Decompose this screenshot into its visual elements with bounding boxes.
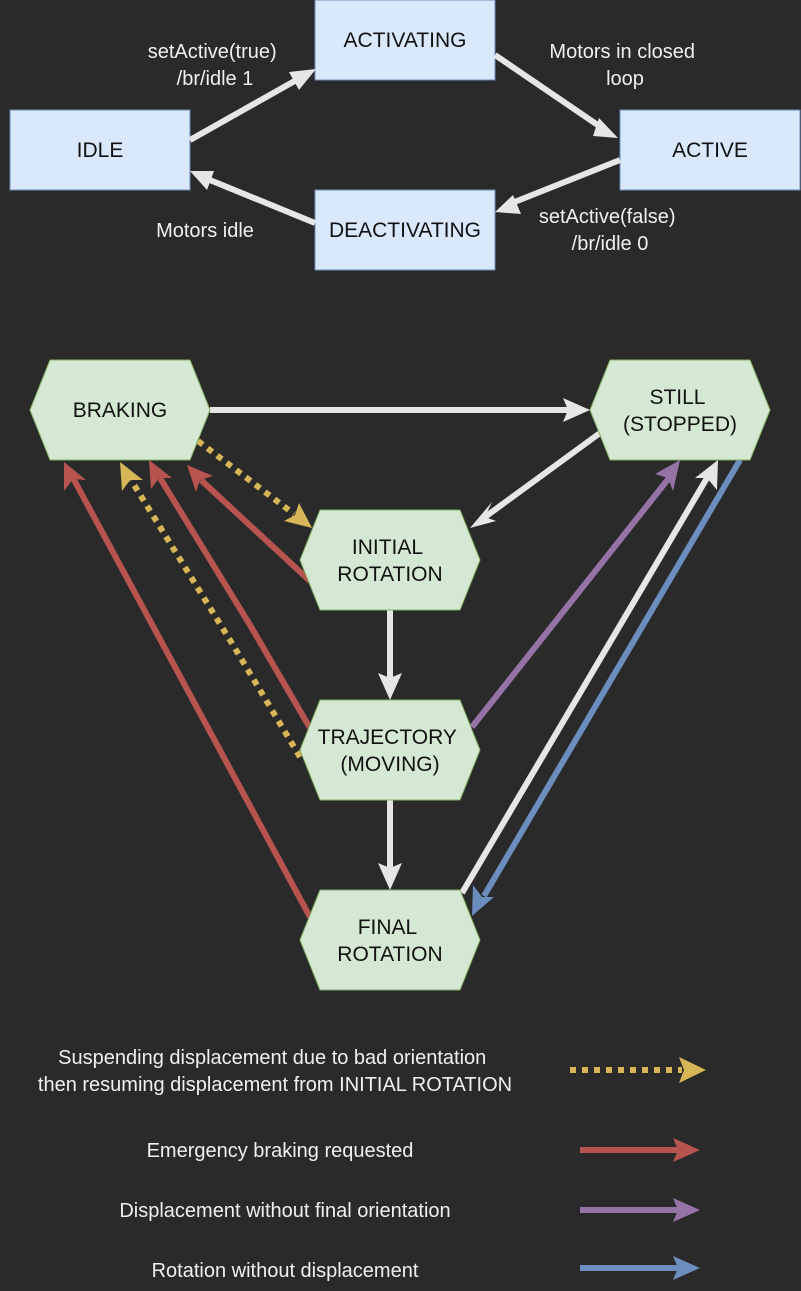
arrowhead — [695, 460, 718, 490]
arrowhead — [378, 673, 402, 700]
state-trajectory-label: TRAJECTORY (MOVING) — [318, 726, 463, 776]
state-deactivating-label: DEACTIVATING — [329, 219, 481, 242]
arrowhead — [120, 462, 143, 491]
label-line: loop — [606, 68, 644, 90]
legend-label: Displacement without final orientation — [119, 1200, 450, 1222]
motion-state-machine: BRAKING STILL (STOPPED) INITIAL ROTATION… — [29, 359, 771, 991]
arrowhead — [673, 1198, 700, 1222]
label-line: Motors in closed — [549, 41, 695, 63]
arrowhead — [495, 195, 521, 214]
arrowhead — [190, 171, 214, 190]
arrow-still-to-final-rotation — [481, 458, 743, 898]
arrowhead — [472, 885, 494, 916]
label-line: INITIAL — [352, 536, 423, 559]
arrow-braking-to-initial-dotted — [196, 438, 296, 517]
arrowhead — [593, 118, 618, 138]
arrowhead — [284, 503, 312, 528]
arrowhead — [187, 465, 213, 492]
label-line: Suspending displacement due to bad orien… — [58, 1047, 486, 1069]
arrowhead — [679, 1057, 706, 1083]
state-active-box — [619, 109, 801, 191]
arrow-deactivating-to-idle — [203, 175, 317, 226]
label-line: setActive(false) — [539, 206, 676, 228]
arrowhead — [289, 69, 316, 90]
state-active-label: ACTIVE — [672, 139, 748, 162]
state-final-rotation-label: FINAL ROTATION — [337, 916, 442, 966]
state-deactivating-box — [314, 189, 496, 271]
label-line: then resuming displacement from INITIAL … — [38, 1074, 512, 1096]
legend: Suspending displacement due to bad orien… — [38, 1047, 706, 1282]
motion-arrowheads — [64, 398, 718, 916]
legend-item-suspend: Suspending displacement due to bad orien… — [38, 1047, 706, 1096]
state-initial-rotation-hexagon — [299, 509, 481, 611]
arrowhead — [64, 462, 86, 491]
label-line: setActive(true) — [148, 41, 277, 63]
arrow-still-to-initial-rotation — [483, 430, 602, 520]
arrowhead — [655, 460, 680, 491]
state-still-hexagon — [589, 359, 771, 461]
state-final-rotation-hexagon — [299, 889, 481, 991]
legend-label: Suspending displacement due to bad orien… — [38, 1047, 512, 1096]
arrow-trajectory-to-braking-dotted — [128, 478, 303, 759]
legend-label: Emergency braking requested — [147, 1140, 414, 1162]
arrow-initial-to-braking — [198, 477, 313, 584]
arrow-idle-to-activating — [188, 75, 302, 143]
activation-transitions — [188, 52, 622, 226]
arrowhead — [149, 460, 172, 489]
label-motors-closed-loop: Motors in closed loop — [549, 41, 700, 90]
arrowhead — [378, 863, 402, 890]
state-still-label: STILL (STOPPED) — [623, 386, 737, 436]
label-line: (STOPPED) — [623, 413, 737, 436]
legend-item-emergency: Emergency braking requested — [147, 1138, 700, 1162]
arrow-trajectory-to-still — [469, 476, 672, 729]
arrow-active-to-deactivating — [510, 157, 622, 206]
label-line: BRAKING — [73, 399, 168, 422]
arrow-trajectory-to-braking — [157, 476, 313, 730]
label-line: (MOVING) — [340, 753, 439, 776]
label-line: TRAJECTORY — [318, 726, 457, 749]
state-initial-rotation-label: INITIAL ROTATION — [337, 536, 442, 586]
legend-label: Rotation without displacement — [152, 1260, 419, 1282]
arrowhead — [673, 1138, 700, 1162]
activation-state-machine: IDLE ACTIVATING ACTIVE DEACTIVATING — [9, 0, 801, 271]
arrow-final-to-still — [459, 476, 710, 895]
state-activating-box — [314, 0, 496, 81]
state-braking-hexagon — [29, 359, 211, 461]
arrowhead — [470, 502, 496, 528]
state-idle-box — [9, 109, 191, 191]
label-line: Motors idle — [156, 220, 254, 242]
label-set-active-false: setActive(false) /br/idle 0 — [539, 206, 681, 255]
arrow-final-to-braking — [70, 476, 313, 919]
state-braking-label: BRAKING — [73, 399, 168, 422]
motion-transitions — [70, 407, 743, 919]
label-line: ROTATION — [337, 943, 442, 966]
label-line: /br/idle 0 — [572, 233, 649, 255]
label-line: FINAL — [358, 916, 417, 939]
legend-item-no-final-orientation: Displacement without final orientation — [119, 1198, 700, 1222]
arrowhead — [563, 398, 590, 422]
label-line: /br/idle 1 — [177, 68, 254, 90]
arrow-activating-to-active — [493, 52, 607, 133]
legend-item-rotation-only: Rotation without displacement — [152, 1256, 700, 1282]
label-line: STILL — [649, 386, 704, 409]
activation-arrowheads — [190, 69, 618, 214]
label-set-active-true: setActive(true) /br/idle 1 — [148, 41, 283, 90]
label-motors-idle: Motors idle — [156, 220, 254, 242]
state-trajectory-hexagon — [299, 699, 481, 801]
arrowhead — [673, 1256, 700, 1280]
state-activating-label: ACTIVATING — [344, 29, 467, 52]
label-line: ROTATION — [337, 563, 442, 586]
state-idle-label: IDLE — [77, 139, 124, 162]
